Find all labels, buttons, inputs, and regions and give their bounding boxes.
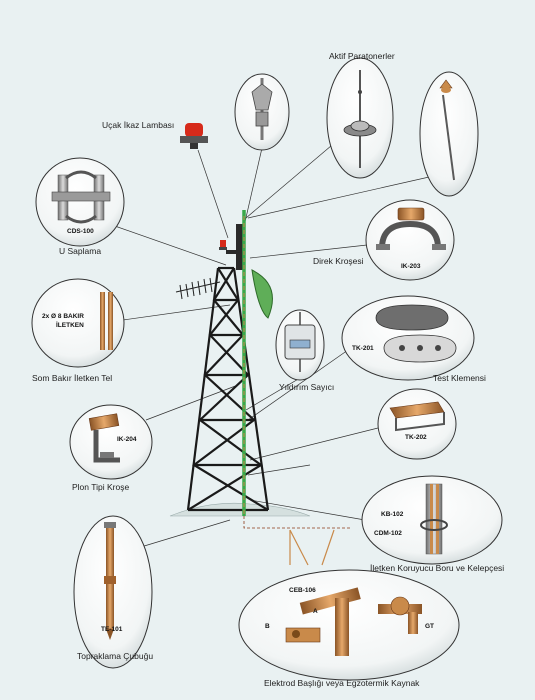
- code-ik204: IK-204: [117, 436, 137, 443]
- upper-mast: [226, 224, 244, 270]
- label-direk-krosesi: Direk Kroşesi: [313, 256, 364, 266]
- label-iletken-boru: İletken Koruyucu Boru ve Kelepçesi: [370, 563, 504, 573]
- code-kb102: KB-102: [381, 511, 404, 518]
- bubble-tk202: [377, 388, 457, 460]
- bubble-pole-clamp: [365, 199, 455, 281]
- bubble-electrode: [238, 569, 460, 681]
- label-yildirim-sayici: Yıldırım Sayıcı: [279, 382, 334, 392]
- bubble-copper-wire: [31, 278, 125, 368]
- aircraft-warning-lamp: [180, 123, 208, 149]
- code-ik203: IK-203: [401, 263, 421, 270]
- bubble-plon-clamp: [69, 404, 153, 480]
- bubble-ground-rod: [73, 515, 153, 669]
- code-bakir-1: 2x Ø 8 BAKIR: [42, 313, 84, 320]
- bubble-lightning-counter: [275, 309, 325, 381]
- code-te101: TE-101: [101, 626, 123, 633]
- label-elektrod: Elektrod Başlığı veya Egzotermik Kaynak: [264, 678, 420, 688]
- ground-link: [243, 516, 350, 529]
- code-bakir-2: İLETKEN: [56, 321, 84, 329]
- bubble-rod-2: [326, 57, 394, 179]
- ground-rods: [289, 529, 335, 566]
- label-plon-tipi: Plon Tipi Kroşe: [72, 482, 129, 492]
- code-cds100: CDS-100: [67, 228, 94, 235]
- lattice-tower: [186, 266, 270, 512]
- code-ceb106: CEB-106: [289, 587, 316, 594]
- bubble-rod-3: [419, 71, 479, 197]
- code-a: A: [313, 608, 318, 615]
- code-b: B: [265, 623, 270, 630]
- microwave-dish: [251, 269, 273, 319]
- label-som-bakir: Som Bakır İletken Tel: [32, 373, 112, 383]
- mast-beacon: [219, 240, 227, 250]
- bubble-test-clamp: [341, 295, 475, 381]
- code-tk201: TK-201: [352, 345, 374, 352]
- leader-lines: [111, 139, 439, 551]
- label-ucak-ikaz: Uçak İkaz Lambası: [102, 120, 174, 130]
- code-gt: GT: [425, 623, 434, 630]
- label-u-saplama: U Saplama: [59, 246, 101, 256]
- code-cdm102: CDM-102: [374, 530, 402, 537]
- bubble-u-bolt: [35, 157, 125, 247]
- bubble-conduit: [361, 475, 503, 565]
- label-aktif-paratonerler: Aktif Paratonerler: [329, 51, 395, 61]
- label-topraklama: Topraklama Çubuğu: [77, 651, 153, 661]
- code-tk202: TK-202: [405, 434, 427, 441]
- bubble-rod-1: [234, 73, 290, 151]
- yagi-antenna: [175, 277, 221, 300]
- label-test-klemensi: Test Klemensi: [433, 373, 486, 383]
